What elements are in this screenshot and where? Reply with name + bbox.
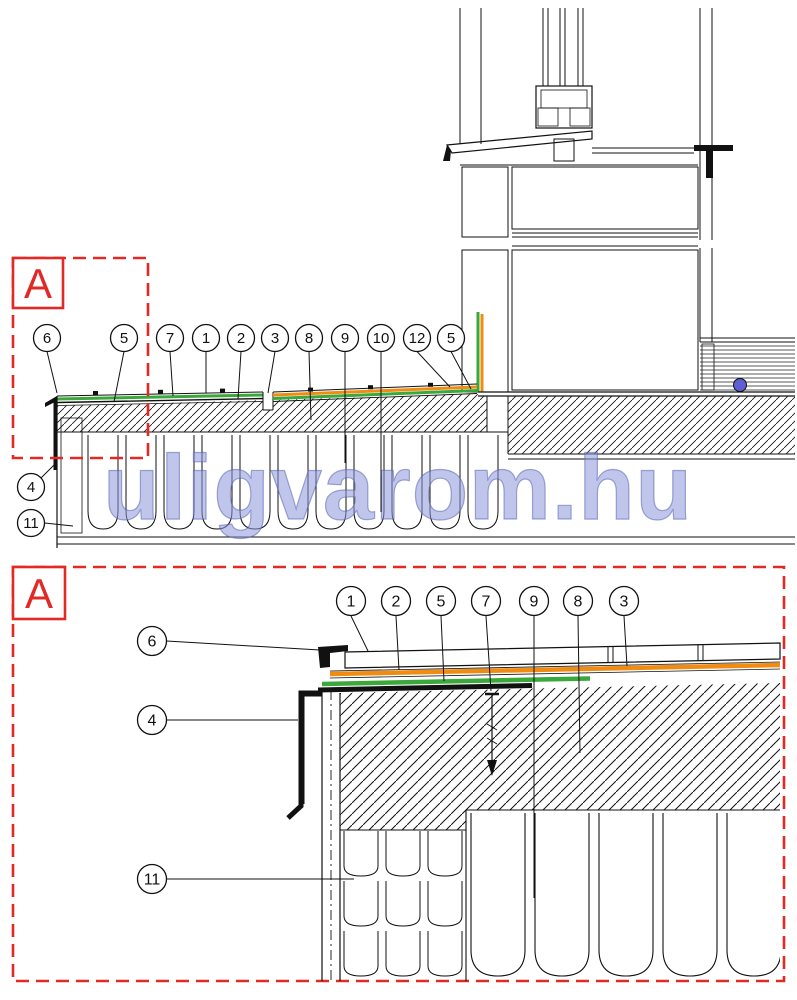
callout-1: 1 (335, 585, 367, 617)
floor-slab-hatch (508, 396, 795, 454)
svg-text:8: 8 (574, 594, 583, 611)
svg-text:11: 11 (23, 515, 39, 532)
svg-text:6: 6 (148, 634, 157, 651)
callout-9: 9 (330, 323, 360, 353)
detail-marker-label: A (24, 260, 52, 307)
svg-text:12: 12 (409, 330, 426, 347)
callout-4: 4 (16, 472, 46, 502)
callout-5b: 5 (436, 323, 466, 353)
svg-text:1: 1 (347, 594, 356, 611)
svg-text:7: 7 (482, 594, 491, 611)
svg-text:6: 6 (43, 330, 51, 347)
detail-marker-label: A (25, 570, 53, 617)
watermark: uligvarom.hu (103, 437, 693, 539)
callout-9: 9 (518, 585, 550, 617)
callout-8: 8 (562, 585, 594, 617)
wall-insulation-strip (461, 166, 509, 238)
callout-4: 4 (136, 704, 168, 736)
svg-text:10: 10 (373, 330, 390, 347)
svg-text:2: 2 (392, 594, 401, 611)
svg-text:7: 7 (166, 330, 174, 347)
callout-5: 5 (109, 323, 139, 353)
mechanical-fastener (485, 692, 499, 776)
callout-3: 3 (608, 585, 640, 617)
window-sill-flashing (443, 130, 593, 162)
parapet-flashing (286, 690, 322, 820)
svg-text:3: 3 (620, 594, 629, 611)
callout-8: 8 (294, 323, 324, 353)
detail-marker-box (11, 256, 65, 310)
ceiling-insulation (466, 810, 780, 981)
overview-annotations: A 6 5 7 1 2 3 (11, 256, 472, 538)
callout-1: 1 (191, 323, 221, 353)
svg-text:11: 11 (144, 872, 161, 889)
svg-text:8: 8 (305, 330, 313, 347)
svg-text:4: 4 (148, 713, 157, 730)
drainage-layer (329, 662, 781, 677)
svg-text:2: 2 (237, 330, 245, 347)
callout-7: 7 (470, 585, 502, 617)
timber-blocking (486, 395, 509, 433)
callout-12: 12 (402, 323, 432, 353)
window-frame (535, 8, 593, 129)
callout-2: 2 (380, 585, 412, 617)
detail-a-section: A (11, 565, 786, 983)
callout-3: 3 (260, 323, 290, 353)
brick-masonry (511, 166, 699, 230)
svg-text:5: 5 (120, 330, 128, 347)
roof-layers-left (56, 388, 264, 406)
callout-6: 6 (136, 625, 168, 657)
brick-masonry (511, 249, 699, 391)
edge-trim (318, 645, 348, 668)
waterproof-membrane (317, 683, 533, 693)
paver-deck (344, 642, 781, 669)
svg-text:9: 9 (530, 594, 539, 611)
conduit-marker (733, 378, 747, 392)
svg-text:1: 1 (202, 330, 210, 347)
callout-11: 11 (136, 863, 168, 895)
svg-text:4: 4 (27, 479, 35, 496)
svg-text:5: 5 (437, 594, 446, 611)
interior-sill-board (694, 145, 733, 178)
movement-joint (262, 392, 274, 411)
callout-11: 11 (16, 508, 46, 538)
protection-layer (321, 676, 591, 687)
detail-area-box (11, 256, 150, 460)
svg-text:9: 9 (341, 330, 349, 347)
callout-7: 7 (155, 323, 185, 353)
window-sill-section (443, 8, 733, 240)
svg-text:5: 5 (447, 330, 455, 347)
concrete-deck-hatch (340, 683, 780, 830)
wall-insulation-lower (340, 830, 466, 981)
svg-text:3: 3 (271, 330, 279, 347)
roof-overview-section (45, 245, 795, 548)
callout-2: 2 (226, 323, 256, 353)
callout-6: 6 (32, 323, 62, 353)
wall-insulation-strip (461, 249, 509, 393)
detail-marker-box (11, 565, 67, 621)
interior-lining (700, 342, 795, 392)
callout-10: 10 (366, 323, 396, 353)
roof-insulation (84, 433, 504, 533)
callout-5: 5 (425, 585, 457, 617)
wall-insulation-column (60, 417, 83, 534)
roof-layers-right (272, 382, 478, 402)
